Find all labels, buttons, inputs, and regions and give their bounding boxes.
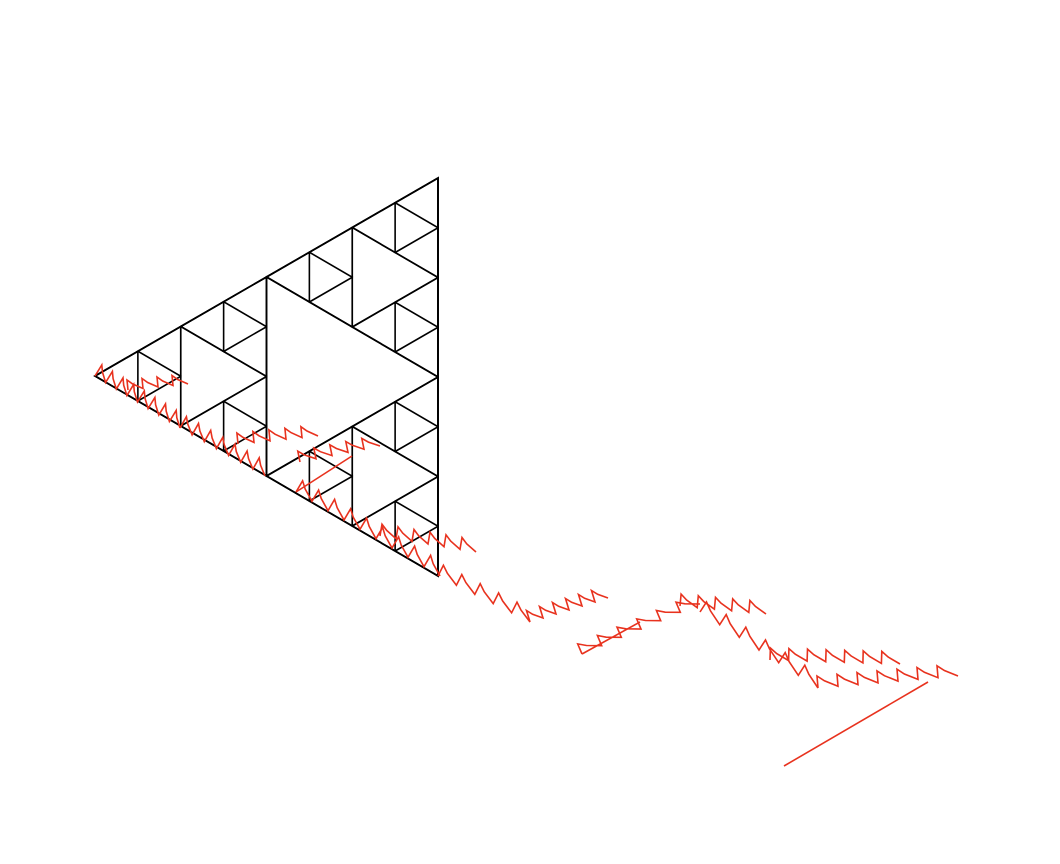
sierpinski-subtriangle (393, 276, 439, 329)
red-curve-segment (783, 681, 929, 767)
red-curve-segment (94, 362, 181, 429)
sierpinski-subtriangle (222, 375, 268, 428)
red-curve-segment (126, 373, 189, 391)
sierpinski-subtriangle (179, 300, 225, 353)
sierpinski-subtriangle (393, 325, 439, 379)
red-curve-segment (525, 588, 609, 623)
red-curve-segment (235, 425, 319, 445)
red-curve-segment (581, 621, 641, 655)
red-curve-segment (699, 600, 819, 689)
sierpinski-subtriangle (393, 176, 439, 230)
sierpinski-subtriangle (264, 449, 311, 503)
sierpinski-triangle (93, 176, 439, 578)
sierpinski-subtriangle (179, 399, 225, 453)
sierpinski-subtriangle (136, 374, 182, 428)
sierpinski-subtriangle (393, 425, 439, 478)
sierpinski-subtriangle (93, 349, 139, 403)
sierpinski-subtriangle (307, 275, 354, 329)
red-curve-segment (437, 563, 531, 623)
red-fractal-curve (94, 362, 959, 767)
sierpinski-subtriangle (350, 201, 396, 254)
red-curve-segment (816, 664, 959, 689)
red-curve-segment (679, 592, 767, 615)
sierpinski-subtriangle (222, 424, 268, 478)
sierpinski-subtriangle (393, 226, 439, 279)
sierpinski-subtriangle (393, 475, 439, 528)
sierpinski-subtriangle (307, 226, 354, 279)
sierpinski-subtriangle (350, 499, 396, 553)
sierpinski-subtriangle (136, 325, 182, 378)
red-curve-segment (769, 646, 901, 665)
red-curve-segment (296, 436, 381, 463)
sierpinski-subtriangle (307, 425, 354, 478)
red-curve-segment (379, 522, 477, 553)
sierpinski-subtriangle (350, 400, 396, 453)
red-curve-segment (576, 601, 701, 655)
sierpinski-subtriangle (393, 524, 439, 578)
sierpinski-subtriangle (350, 300, 396, 354)
red-curve-segment (179, 414, 266, 477)
sierpinski-subtriangle (222, 325, 268, 378)
sierpinski-subtriangle (222, 275, 268, 329)
sierpinski-subtriangle (393, 375, 439, 429)
red-curve-segment (295, 478, 441, 577)
sierpinski-subtriangle (307, 474, 354, 528)
red-curve-segment (295, 455, 353, 493)
sierpinski-subtriangle (264, 250, 311, 304)
